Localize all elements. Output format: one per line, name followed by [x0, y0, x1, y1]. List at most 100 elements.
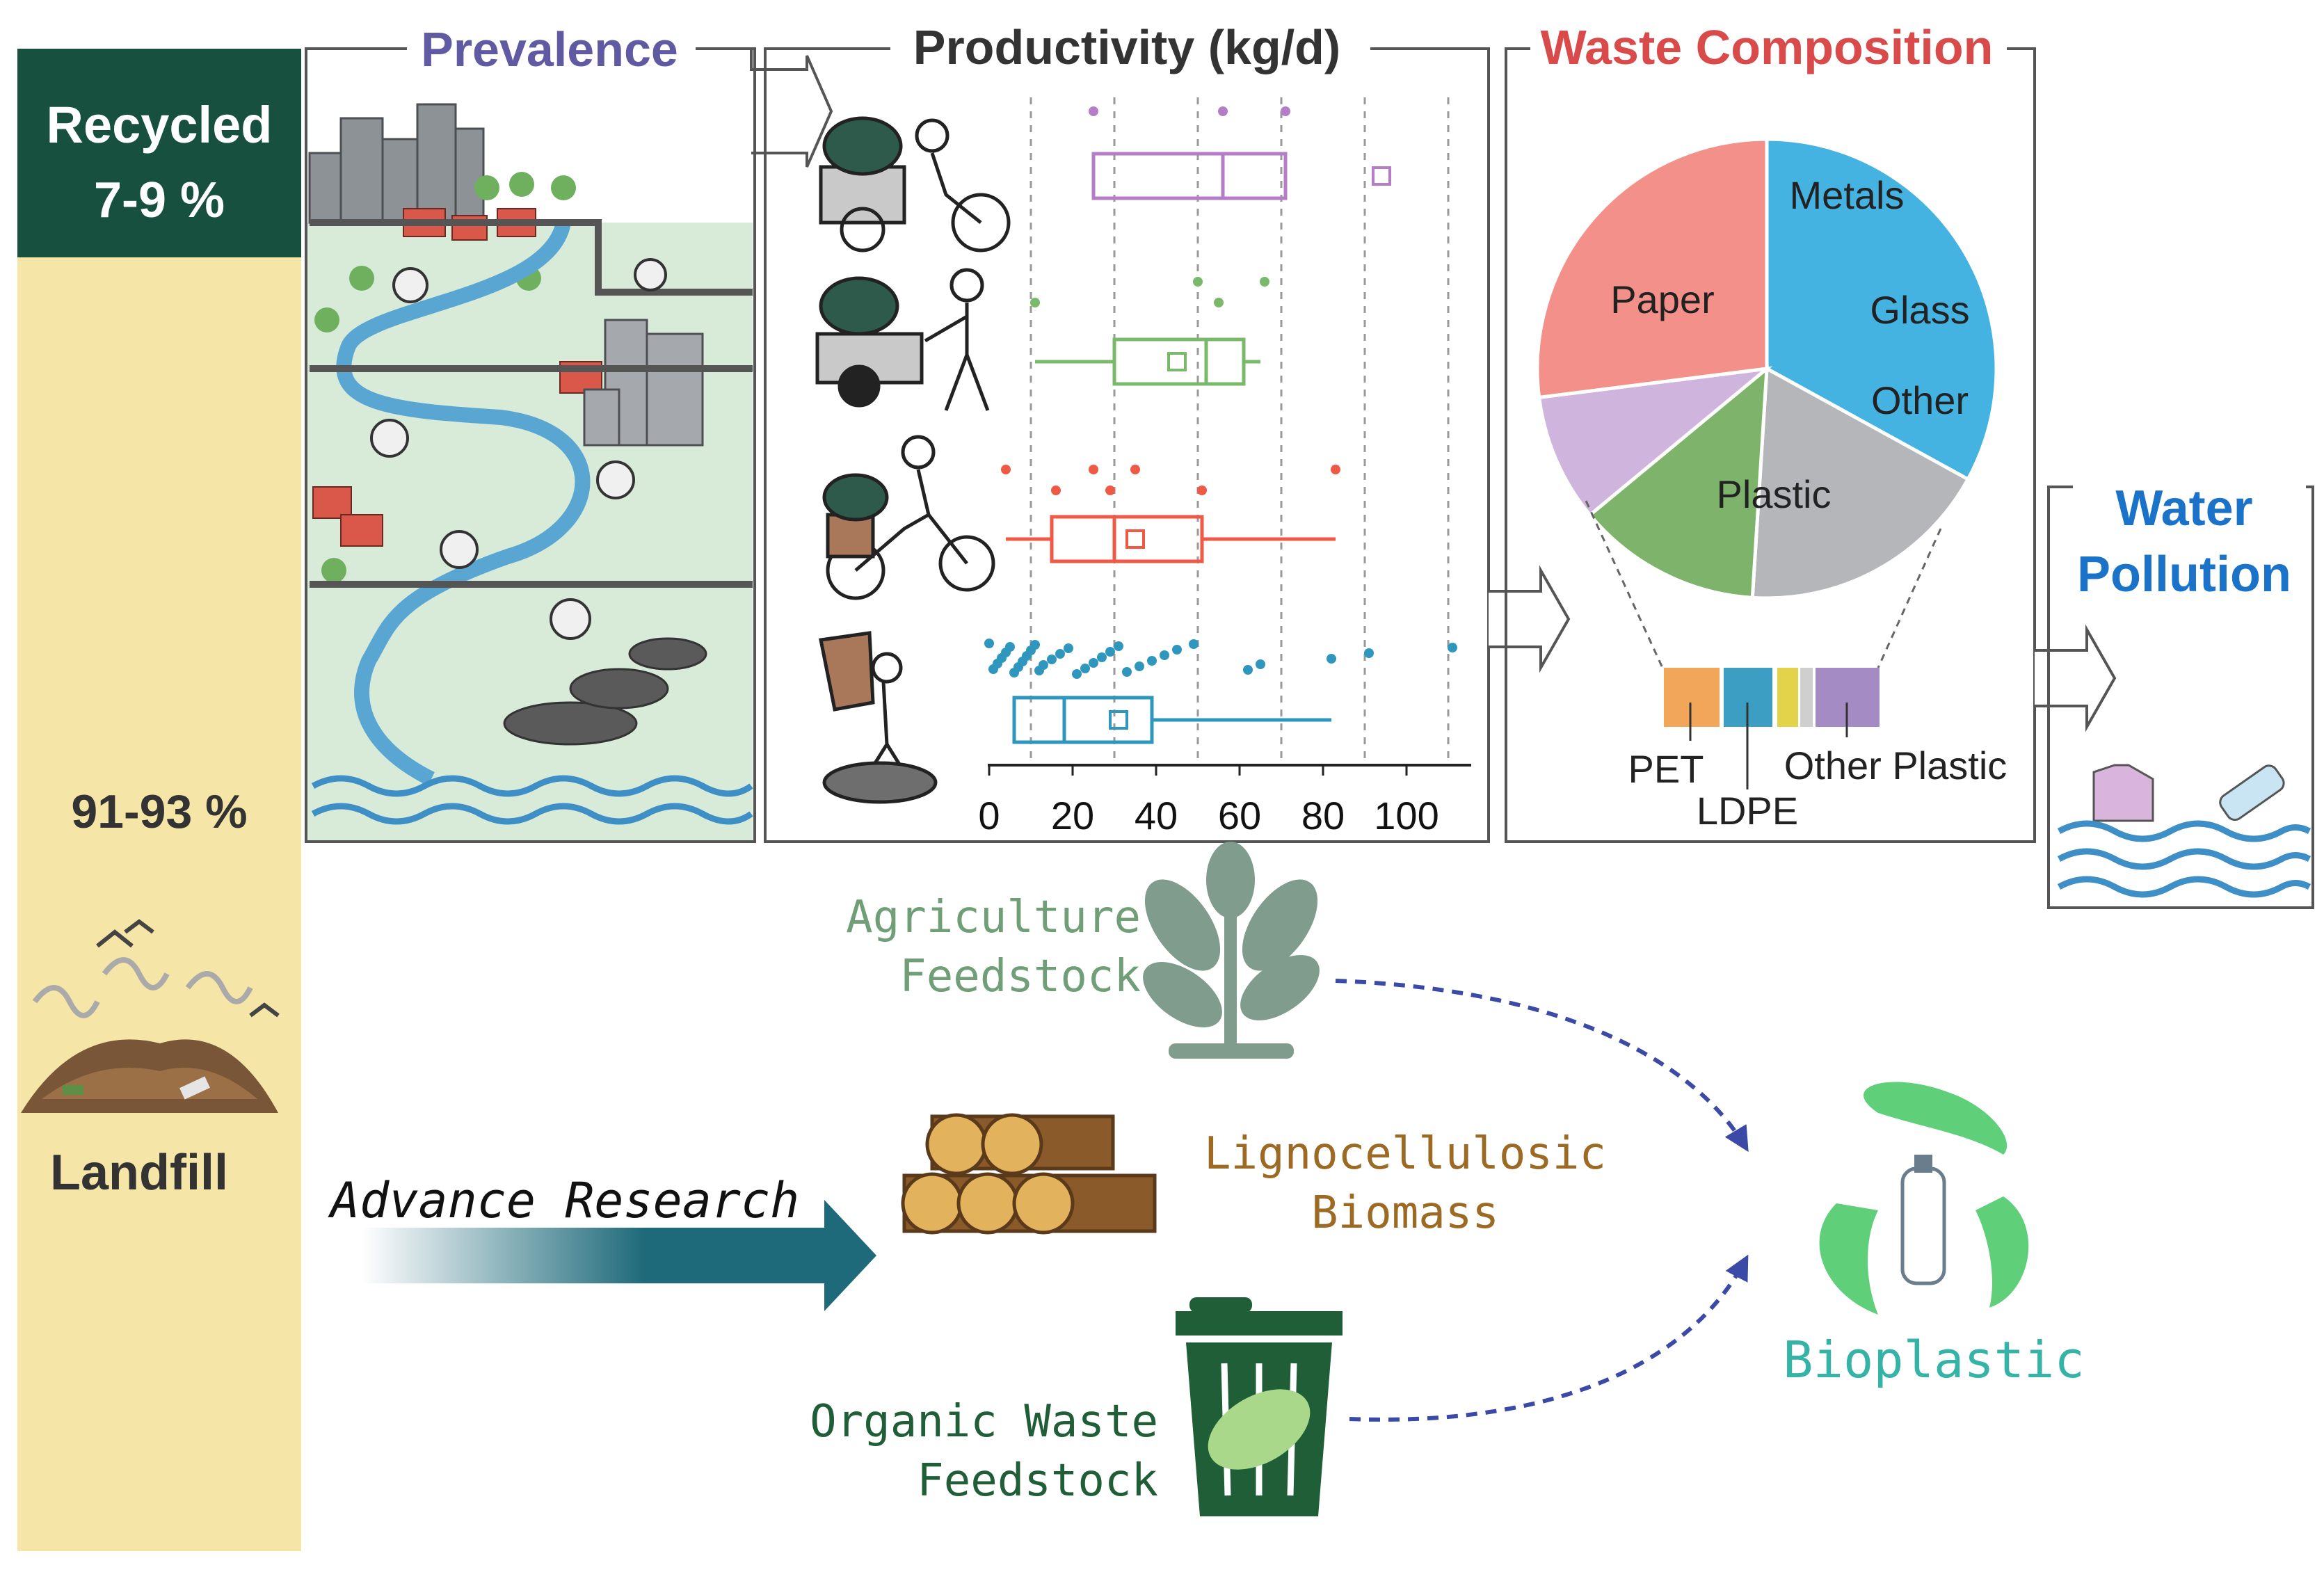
outlier-point: [1080, 664, 1090, 673]
recycled-percent: 7-9 %: [94, 173, 225, 228]
leaf-icon: [1208, 1389, 1311, 1470]
pie-label-other: Other: [1871, 378, 1969, 422]
advance-research-arrow: [362, 1200, 876, 1311]
outlier-point: [1089, 465, 1098, 474]
mean-marker: [1372, 166, 1391, 186]
organic-label-line1: Organic Waste: [810, 1396, 1158, 1447]
office-building-icon: [583, 319, 704, 447]
outlier-point: [1089, 106, 1098, 116]
outlier-point: [1193, 277, 1203, 287]
city-buildings-icon: [308, 103, 485, 224]
trash-bin-icon: [1176, 1297, 1343, 1516]
outlier-point: [1172, 645, 1182, 655]
pie-label-metals: Metals: [1790, 173, 1905, 217]
outlier-point: [1364, 648, 1374, 658]
prevalence-to-productivity-arrow: [696, 47, 833, 168]
outlier-point: [1448, 643, 1457, 652]
outlier-point: [1130, 465, 1140, 474]
x-tick-label: 20: [1051, 794, 1094, 837]
water-waves: [311, 775, 753, 825]
research-section: Agriculture Feedstock Lignocellulosic Bi…: [328, 842, 2085, 1516]
outlier-point: [984, 639, 994, 648]
box-series-2: [1030, 277, 1269, 386]
mean-marker: [1125, 529, 1145, 549]
outlier-point: [1243, 665, 1253, 675]
organic-label-line2: Feedstock: [917, 1455, 1158, 1507]
rubble-pile-icon: [503, 637, 707, 746]
agriculture-label-line2: Feedstock: [899, 951, 1141, 1002]
outlier-point: [1256, 659, 1265, 669]
outlier-point: [1218, 106, 1228, 116]
outlier-point: [1197, 486, 1207, 495]
plastic-breakdown-bar: [1664, 668, 1880, 727]
outlier-point: [1214, 298, 1224, 307]
yellow-segment: [1777, 668, 1798, 727]
box-series-4: [984, 639, 1457, 744]
pet-label: PET: [1628, 747, 1704, 791]
mean-marker: [1167, 352, 1187, 371]
pie-slice-paper: [1765, 137, 1998, 482]
landfill-label: Landfill: [50, 1145, 228, 1201]
logs-icon: [901, 1113, 1157, 1235]
outlier-point: [1260, 277, 1269, 287]
outlier-point: [1047, 655, 1057, 664]
ldpe-label: LDPE: [1697, 789, 1798, 833]
productivity-panel: Productivity (kg/d): [764, 20, 1490, 843]
outlier-point: [1097, 652, 1107, 662]
other-plastic-label: Other Plastic: [1784, 744, 2008, 787]
pie-slice-glass: [1587, 364, 1769, 600]
pie-label-paper: Paper: [1610, 278, 1714, 321]
outlier-point: [1281, 106, 1290, 116]
prevalence-panel: Prevalence: [305, 22, 756, 843]
outlier-point: [1055, 649, 1065, 659]
box-series-3: [1001, 465, 1340, 563]
pie-label-plastic: Plastic: [1717, 472, 1832, 516]
outlier-point: [1005, 642, 1015, 652]
outlier-point: [1105, 486, 1115, 495]
water-title-line1: Water: [2115, 481, 2252, 536]
push-cart-walker-icon: [815, 268, 990, 411]
plant-icon: [1143, 842, 1320, 1059]
box-iqr: [1050, 515, 1204, 563]
landfill-icon: [21, 919, 280, 1113]
box-iqr: [1012, 696, 1154, 744]
pie-slice-plastic: [1535, 137, 1769, 400]
water-pollution-waves: [2057, 820, 2311, 898]
pie-zoom-lines: [1585, 500, 1942, 668]
box-series-1: [1089, 106, 1391, 200]
bioplastic-label: Bioplastic: [1783, 1331, 2084, 1389]
water-pollution-panel: Water Pollution: [2047, 481, 2314, 909]
floating-bottles-icon: [2092, 764, 2285, 822]
backpack-picker-icon: [819, 631, 938, 804]
organic-to-bioplastic-arrow: [1349, 1254, 1749, 1422]
productivity-title: Productivity (kg/d): [913, 20, 1340, 74]
x-tick-label: 100: [1374, 794, 1439, 837]
recycled-label: Recycled: [47, 96, 273, 154]
composition-to-water-arrow: [2035, 624, 2117, 732]
roads: [310, 219, 753, 588]
prevalence-title: Prevalence: [421, 22, 678, 77]
composition-panel: Waste Composition PaperMetalsGlassOtherP…: [1505, 20, 2036, 843]
outlier-point: [1122, 667, 1132, 677]
bicycle-basket-icon: [822, 435, 995, 600]
outlier-point: [1331, 465, 1340, 474]
agriculture-label-line1: Agriculture: [846, 892, 1141, 943]
water-title-line2: Pollution: [2077, 547, 2291, 602]
mean-marker: [1109, 710, 1128, 730]
pie-slice-other: [1537, 366, 1773, 518]
x-tick-label: 40: [1135, 794, 1178, 837]
trees-icon: [314, 172, 576, 583]
ligno-label-line2: Biomass: [1311, 1187, 1499, 1239]
outlier-point: [1030, 640, 1040, 650]
outlier-point: [1072, 669, 1082, 679]
outlier-point: [1105, 647, 1115, 657]
outlier-point: [1001, 465, 1011, 474]
outlier-point: [1189, 639, 1199, 649]
outlier-point: [1327, 654, 1336, 664]
outlier-point: [1114, 641, 1123, 651]
recycle-leaves-icon: [1819, 1082, 2029, 1315]
outlier-point: [1160, 650, 1169, 660]
outlier-point: [1051, 486, 1061, 495]
